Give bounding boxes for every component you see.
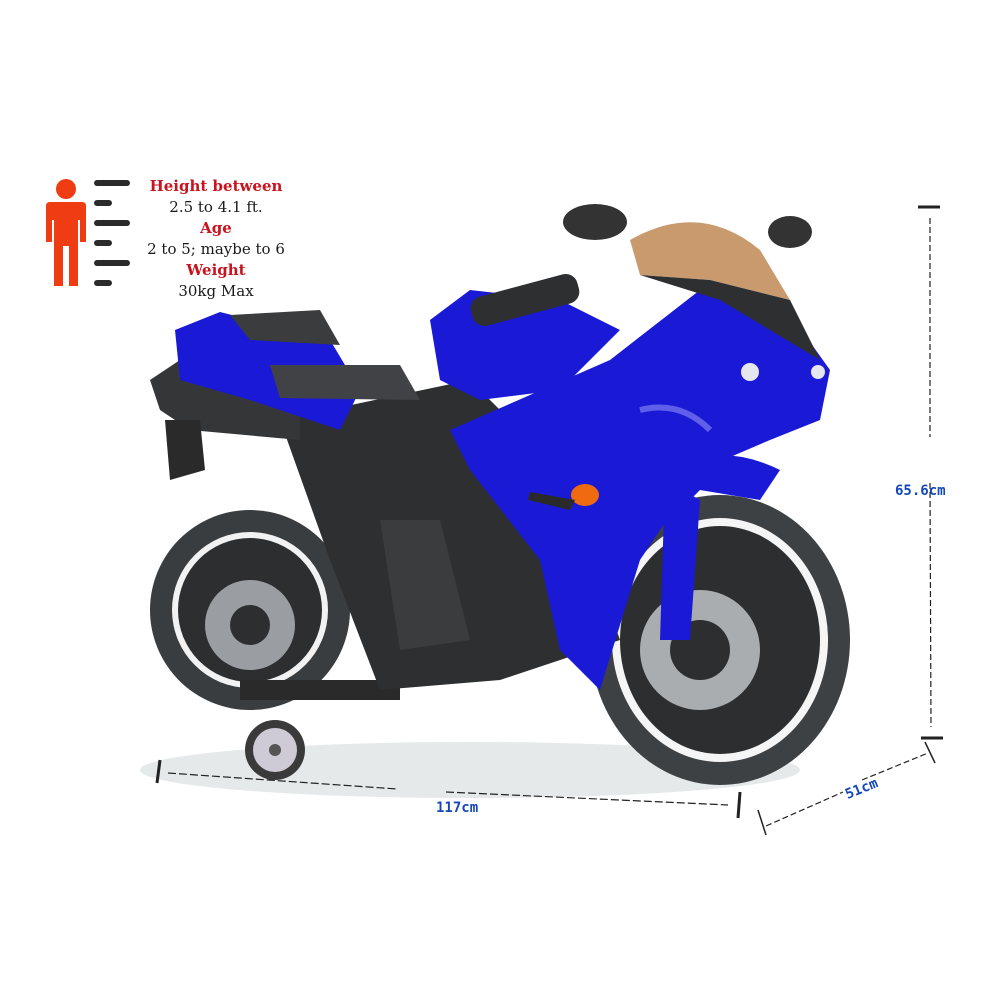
- age-label: Age: [200, 219, 232, 237]
- weight-label: Weight: [186, 261, 246, 279]
- age-value: 2 to 5; maybe to 6: [147, 240, 285, 258]
- training-wheel-icon: [240, 680, 400, 780]
- height-dimension-label: 65.6cm: [895, 483, 946, 499]
- height-label: Height between: [149, 177, 283, 195]
- person-height-icon: [46, 179, 86, 286]
- height-value: 2.5 to 4.1 ft.: [169, 198, 263, 216]
- length-dimension-label: 117cm: [436, 800, 479, 816]
- height-dimension-line: [918, 205, 943, 740]
- height-ruler-icon: [94, 180, 134, 290]
- info-panel: Height between 2.5 to 4.1 ft. Age 2 to 5…: [36, 176, 296, 300]
- rear-wheel-icon: [150, 510, 350, 710]
- width-dimension-line: [757, 741, 936, 836]
- weight-value: 30kg Max: [178, 282, 254, 300]
- info-text: Height between 2.5 to 4.1 ft. Age 2 to 5…: [136, 176, 296, 302]
- length-dimension-line: [155, 759, 742, 819]
- front-wheel-icon: [590, 495, 850, 785]
